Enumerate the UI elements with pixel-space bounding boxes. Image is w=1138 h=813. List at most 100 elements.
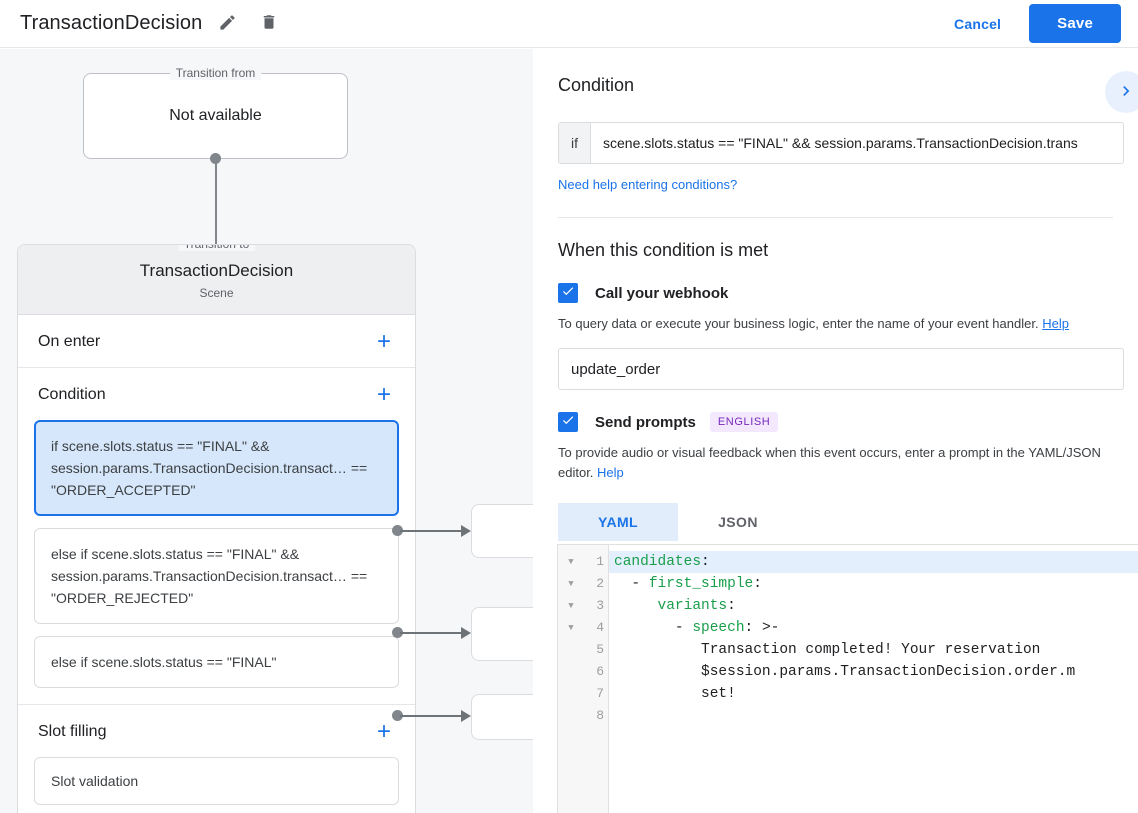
code-line[interactable]: - speech: >-: [614, 620, 780, 636]
edge-source-dot: [210, 153, 221, 164]
condition-input-row: if: [558, 122, 1124, 164]
when-condition-met-heading: When this condition is met: [558, 240, 769, 260]
scene-name: TransactionDecision: [139, 261, 294, 280]
fold-spacer: [558, 661, 584, 683]
condition-help-link[interactable]: Need help entering conditions?: [558, 177, 738, 192]
condition-1-out-line: [400, 632, 462, 634]
language-badge: ENGLISH: [709, 412, 779, 432]
section-title-condition: Condition: [38, 386, 106, 403]
code-line[interactable]: - first_simple:: [614, 576, 762, 592]
add-slot-filling-button[interactable]: +: [373, 720, 395, 744]
condition-heading: Condition: [558, 75, 635, 95]
add-condition-button[interactable]: +: [373, 383, 395, 407]
condition-2-target-node[interactable]: [471, 694, 533, 740]
cancel-button[interactable]: Cancel: [940, 7, 1015, 41]
webhook-handler-input[interactable]: [558, 348, 1124, 390]
call-webhook-row: Call your webhook: [558, 283, 1113, 303]
header-actions: Cancel Save: [940, 4, 1121, 43]
condition-2-out-dot: [392, 710, 403, 721]
call-webhook-label: Call your webhook: [595, 284, 729, 302]
edge-line: [214, 159, 217, 257]
transition-from-value: Not available: [169, 107, 262, 124]
section-on-enter: On enter +: [18, 315, 415, 368]
fold-toggle-icon[interactable]: ▼: [568, 579, 574, 589]
section-slot-filling: Slot filling + Slot validation: [18, 705, 415, 813]
fold-toggle-icon[interactable]: ▼: [568, 601, 574, 611]
chevron-right-icon: [1116, 81, 1136, 104]
line-number: 8: [596, 708, 604, 723]
code-line[interactable]: candidates:: [609, 551, 1138, 573]
section-title-slot-filling: Slot filling: [38, 723, 107, 740]
transition-from-legend: Transition from: [169, 66, 262, 80]
condition-0-out-line: [400, 530, 462, 532]
fold-toggle-icon[interactable]: ▼: [568, 623, 574, 633]
delete-button[interactable]: [252, 7, 286, 41]
add-on-enter-button[interactable]: +: [373, 330, 395, 354]
section-condition: Condition + if scene.slots.status == "FI…: [18, 368, 415, 705]
tab-yaml[interactable]: YAML: [558, 503, 678, 541]
scene-graph-pane: Transition from Not available Transition…: [0, 49, 533, 813]
send-prompts-label: Send prompts: [595, 413, 696, 431]
scene-card: Transition to TransactionDecision Scene …: [17, 244, 416, 813]
condition-2-out-arrow: [461, 710, 471, 722]
call-webhook-helper-text: To query data or execute your business l…: [558, 316, 1039, 331]
slot-validation-item[interactable]: Slot validation: [34, 757, 399, 805]
fold-spacer: [558, 683, 584, 705]
tab-json[interactable]: JSON: [678, 503, 798, 541]
condition-0-out-arrow: [461, 525, 471, 537]
section-title-on-enter: On enter: [38, 333, 101, 350]
send-prompts-helper-text: To provide audio or visual feedback when…: [558, 445, 1101, 480]
call-webhook-helper: To query data or execute your business l…: [558, 314, 1113, 334]
transition-to-legend: Transition to: [177, 245, 256, 251]
line-number: 1: [596, 554, 604, 569]
fold-spacer: [558, 705, 584, 727]
section-divider: [558, 217, 1113, 218]
condition-expression-input[interactable]: [591, 123, 1123, 163]
condition-item-2[interactable]: else if scene.slots.status == "FINAL": [34, 636, 399, 688]
send-prompts-helper: To provide audio or visual feedback when…: [558, 443, 1113, 483]
condition-1-out-arrow: [461, 627, 471, 639]
send-prompts-help-link[interactable]: Help: [597, 465, 624, 480]
code-line[interactable]: Transaction completed! Your reservation: [614, 642, 1041, 658]
call-webhook-checkbox[interactable]: [558, 283, 578, 303]
call-webhook-help-link[interactable]: Help: [1042, 316, 1069, 331]
code-line[interactable]: set!: [614, 686, 736, 702]
condition-2-out-line: [400, 715, 462, 717]
send-prompts-row: Send prompts ENGLISH: [558, 412, 1113, 432]
code-line[interactable]: $session.params.TransactionDecision.orde…: [614, 664, 1076, 680]
check-icon: [561, 413, 575, 432]
transition-to-node[interactable]: Transition to TransactionDecision Scene: [18, 245, 415, 315]
check-icon: [561, 284, 575, 303]
condition-section: Condition if Need help entering conditio…: [533, 49, 1138, 218]
condition-item-0[interactable]: if scene.slots.status == "FINAL" && sess…: [34, 420, 399, 516]
scene-subtitle: Scene: [199, 286, 234, 300]
fold-spacer: [558, 639, 584, 661]
condition-0-out-dot: [392, 525, 403, 536]
condition-1-out-dot: [392, 627, 403, 638]
line-number: 7: [596, 686, 604, 701]
page-title: TransactionDecision: [20, 12, 203, 34]
code-line[interactable]: variants:: [657, 598, 736, 614]
expand-panel-button[interactable]: [1105, 71, 1138, 113]
line-number: 6: [596, 664, 604, 679]
editor-format-tabs: YAML JSON: [558, 503, 1113, 541]
editor-fold-gutter: ▼ ▼ ▼ ▼: [558, 545, 584, 813]
line-number: 3: [596, 598, 604, 613]
condition-1-target-node[interactable]: [471, 607, 533, 661]
condition-item-1[interactable]: else if scene.slots.status == "FINAL" &&…: [34, 528, 399, 624]
editor-code-area[interactable]: candidates: - first_simple: variants: - …: [609, 545, 1138, 813]
save-button[interactable]: Save: [1029, 4, 1121, 43]
condition-0-target-node[interactable]: [471, 504, 533, 558]
line-number: 5: [596, 642, 604, 657]
send-prompts-checkbox[interactable]: [558, 412, 578, 432]
pencil-icon: [218, 13, 237, 35]
transition-from-node[interactable]: Transition from Not available: [83, 66, 348, 159]
edit-button[interactable]: [210, 7, 244, 41]
fold-toggle-icon[interactable]: ▼: [568, 557, 574, 567]
app-header: TransactionDecision Cancel Save: [0, 0, 1138, 48]
trash-icon: [260, 13, 278, 34]
code-line[interactable]: [609, 705, 1138, 727]
line-number: 2: [596, 576, 604, 591]
